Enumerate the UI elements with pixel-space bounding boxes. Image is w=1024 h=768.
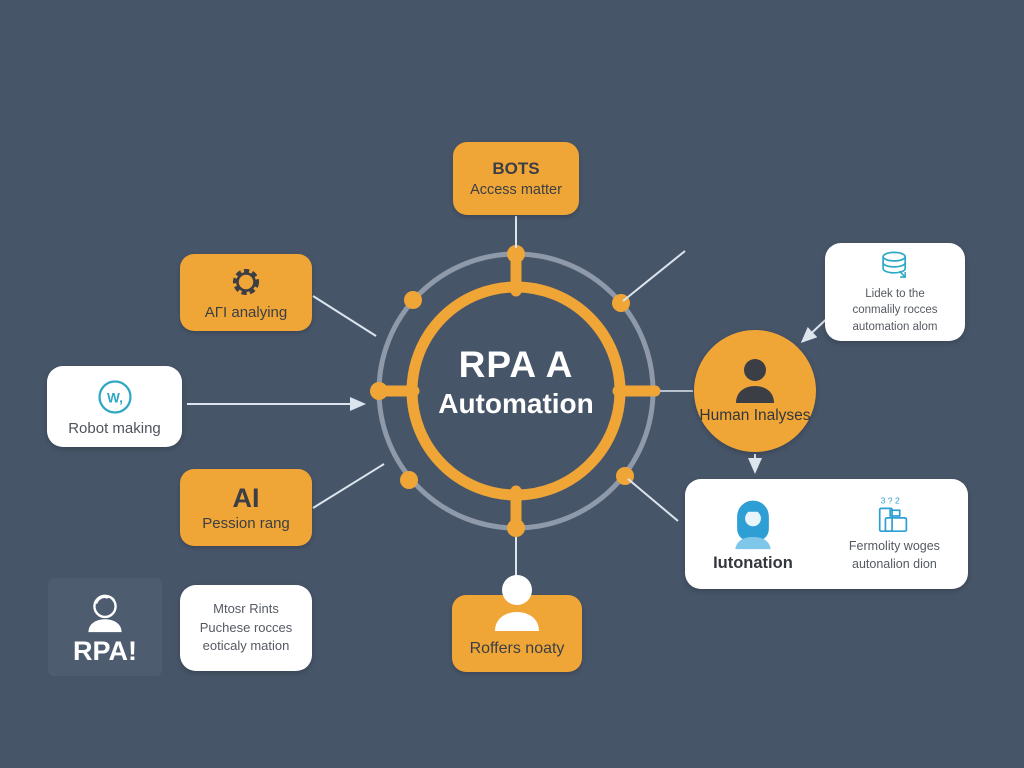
robot-making-label: Robot making	[68, 419, 161, 437]
lidek-line-1: Lidek to the	[865, 288, 925, 301]
bots-title: BOTS	[492, 159, 540, 178]
iutonation-right: 3 ? 2 Fermolity woges autonalion dion	[849, 495, 940, 573]
center-title-group: RPA A Automation	[406, 344, 626, 420]
iutonation-left: Iutonation	[713, 495, 793, 573]
center-title: RPA A	[458, 344, 574, 385]
node-roffers: Roffers noaty	[452, 575, 582, 672]
node-human-inalyses: Human Inalyses	[694, 330, 816, 452]
ai-title: AI	[232, 483, 260, 513]
database-icon	[876, 249, 914, 283]
node-robot-making: W, Robot making	[47, 366, 182, 447]
person-white-icon	[485, 573, 549, 642]
w-logo-icon: W,	[95, 377, 135, 417]
woman-icon	[725, 495, 781, 551]
connector-ati	[312, 295, 377, 337]
node-mtosr: Mtosr Rints Puchese rocces eoticaly mati…	[180, 585, 312, 671]
ati-label: AΓI analying	[204, 304, 288, 321]
ai-subtitle: Pession rang	[202, 515, 290, 532]
bots-subtitle: Access matter	[470, 182, 562, 198]
mtosr-line-3: eoticaly mation	[202, 638, 290, 654]
mtosr-line-2: Puchese rocces	[199, 619, 293, 635]
node-iutonation: Iutonation 3 ? 2 Fermolity woges autonal…	[685, 479, 968, 589]
node-rpa: RPA!	[48, 578, 162, 676]
connector-upper-right	[622, 250, 686, 302]
iutonation-label: Iutonation	[713, 554, 793, 572]
person-outline-icon	[79, 588, 131, 634]
lidek-line-3: automation alom	[852, 320, 938, 333]
person-dark-icon	[729, 357, 781, 405]
counter-icon: 3 ? 2	[871, 495, 917, 535]
node-bots: BOTS Access matter	[453, 142, 579, 215]
mtosr-line-1: Mtosr Rints	[213, 600, 279, 616]
iutonation-line-2: autonalion dion	[852, 557, 937, 571]
rpa-label: RPA!	[73, 635, 137, 666]
human-label: Human Inalyses	[699, 407, 811, 424]
gear-icon	[228, 264, 264, 300]
center-subtitle: Automation	[438, 388, 594, 419]
roffers-label: Roffers noaty	[469, 640, 565, 657]
connector-ai	[312, 463, 385, 509]
lidek-line-2: conmalily rocces	[852, 304, 938, 317]
connector-lower-right	[627, 478, 679, 522]
node-ati-analying: AΓI analying	[180, 254, 312, 331]
svg-text:W,: W,	[107, 390, 123, 405]
iutonation-line-1: Fermolity woges	[848, 538, 940, 553]
node-ai-pession: AI Pession rang	[180, 469, 312, 546]
node-lidek: Lidek to the conmalily rocces automation…	[825, 243, 965, 341]
svg-text:3 ? 2: 3 ? 2	[881, 495, 900, 505]
